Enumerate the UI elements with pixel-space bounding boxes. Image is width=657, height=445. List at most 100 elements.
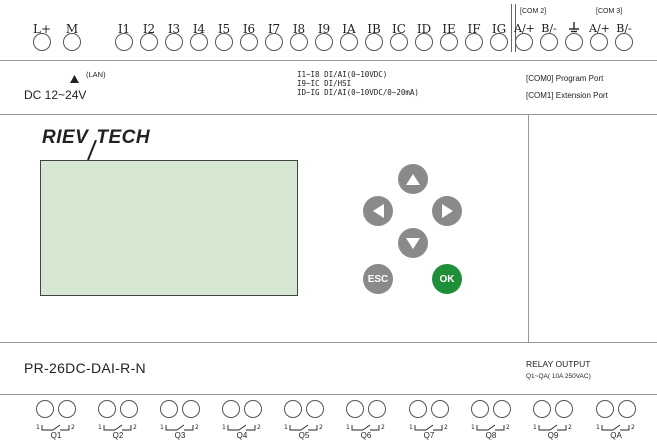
- svg-text:1: 1: [98, 424, 102, 431]
- terminal-screw[interactable]: [160, 400, 178, 418]
- terminal-screw[interactable]: [465, 33, 483, 51]
- terminal-screw[interactable]: [440, 33, 458, 51]
- com2-header: [COM 2]: [520, 8, 547, 15]
- terminal-screw[interactable]: [265, 33, 283, 51]
- terminal-screw[interactable]: [63, 33, 81, 51]
- terminal-screw[interactable]: [515, 33, 533, 51]
- terminal-label: ID: [416, 22, 432, 36]
- terminal-screw[interactable]: [222, 400, 240, 418]
- panel-divider: [528, 114, 529, 342]
- terminal-screw[interactable]: [533, 400, 551, 418]
- svg-text:1: 1: [409, 424, 413, 431]
- output-label: Q8: [485, 431, 497, 440]
- terminal-label: IA: [342, 22, 356, 36]
- terminal-screw[interactable]: [590, 33, 608, 51]
- output-label: QA: [610, 431, 622, 440]
- terminal-screw[interactable]: [115, 33, 133, 51]
- divider: [0, 394, 657, 395]
- terminal-screw[interactable]: [315, 33, 333, 51]
- relay-output-spec: Q1~QA( 10A 250VAC): [526, 373, 591, 380]
- terminal-label: IE: [442, 22, 456, 36]
- terminal-screw[interactable]: [58, 400, 76, 418]
- terminal-screw[interactable]: [615, 33, 633, 51]
- terminal-screw[interactable]: [284, 400, 302, 418]
- divider: [0, 342, 657, 343]
- terminal-screw[interactable]: [290, 33, 308, 51]
- terminal-screw[interactable]: [120, 400, 138, 418]
- terminal-screw[interactable]: [390, 33, 408, 51]
- svg-text:2: 2: [444, 424, 448, 431]
- output-label: Q7: [423, 431, 435, 440]
- terminal-screw[interactable]: [618, 400, 636, 418]
- svg-text:1: 1: [284, 424, 288, 431]
- output-label: Q3: [174, 431, 186, 440]
- terminal-screw[interactable]: [98, 400, 116, 418]
- ok-button[interactable]: OK: [432, 264, 462, 294]
- terminal-label: A/+: [514, 22, 535, 35]
- terminal-label: I2: [142, 22, 156, 36]
- terminal-screw[interactable]: [306, 400, 324, 418]
- lan-label: (LAN): [86, 70, 106, 79]
- terminal-label: A/+: [589, 22, 610, 35]
- left-arrow-button[interactable]: [363, 196, 393, 226]
- terminal-screw[interactable]: [215, 33, 233, 51]
- right-arrow-button[interactable]: [432, 196, 462, 226]
- svg-text:2: 2: [195, 424, 199, 431]
- terminal-screw[interactable]: [365, 33, 383, 51]
- divider: [0, 114, 657, 115]
- terminal-screw[interactable]: [340, 33, 358, 51]
- terminal-screw[interactable]: [140, 33, 158, 51]
- terminal-screw[interactable]: [540, 33, 558, 51]
- terminal-label: IB: [367, 22, 381, 36]
- output-label: Q6: [360, 431, 372, 440]
- divider: [0, 60, 657, 61]
- terminal-screw[interactable]: [565, 33, 583, 51]
- terminal-screw[interactable]: [596, 400, 614, 418]
- lcd-display: [40, 160, 298, 296]
- left-arrow-icon: [372, 204, 384, 218]
- terminal-screw[interactable]: [182, 400, 200, 418]
- down-arrow-button[interactable]: [398, 228, 428, 258]
- terminal-screw[interactable]: [555, 400, 573, 418]
- svg-text:1: 1: [222, 424, 226, 431]
- svg-text:2: 2: [257, 424, 261, 431]
- terminal-screw[interactable]: [33, 33, 51, 51]
- terminal-screw[interactable]: [471, 400, 489, 418]
- svg-text:1: 1: [346, 424, 350, 431]
- terminal-screw[interactable]: [368, 400, 386, 418]
- down-arrow-icon: [406, 237, 420, 249]
- terminal-screw[interactable]: [165, 33, 183, 51]
- terminal-label: I9: [317, 22, 331, 36]
- svg-text:1: 1: [596, 424, 600, 431]
- terminal-screw[interactable]: [490, 33, 508, 51]
- output-label: Q5: [298, 431, 310, 440]
- input-spec-line: I1~I8 DI/AI(0~10VDC): [297, 70, 388, 79]
- terminal-screw[interactable]: [346, 400, 364, 418]
- terminal-label: I1: [117, 22, 131, 36]
- terminal-screw[interactable]: [244, 400, 262, 418]
- terminal-screw[interactable]: [409, 400, 427, 418]
- terminal-screw[interactable]: [493, 400, 511, 418]
- terminal-label: I5: [217, 22, 231, 36]
- up-arrow-button[interactable]: [398, 164, 428, 194]
- svg-text:1: 1: [36, 424, 40, 431]
- terminal-screw[interactable]: [190, 33, 208, 51]
- svg-text:2: 2: [381, 424, 385, 431]
- terminal-screw[interactable]: [415, 33, 433, 51]
- svg-text:2: 2: [133, 424, 137, 431]
- svg-text:2: 2: [319, 424, 323, 431]
- output-label: Q2: [112, 431, 124, 440]
- esc-button[interactable]: ESC: [363, 264, 393, 294]
- terminal-screw[interactable]: [36, 400, 54, 418]
- com0-port-label: [COM0] Program Port: [526, 74, 604, 83]
- com-separator: [511, 4, 516, 52]
- terminal-screw[interactable]: [240, 33, 258, 51]
- terminal-screw[interactable]: [431, 400, 449, 418]
